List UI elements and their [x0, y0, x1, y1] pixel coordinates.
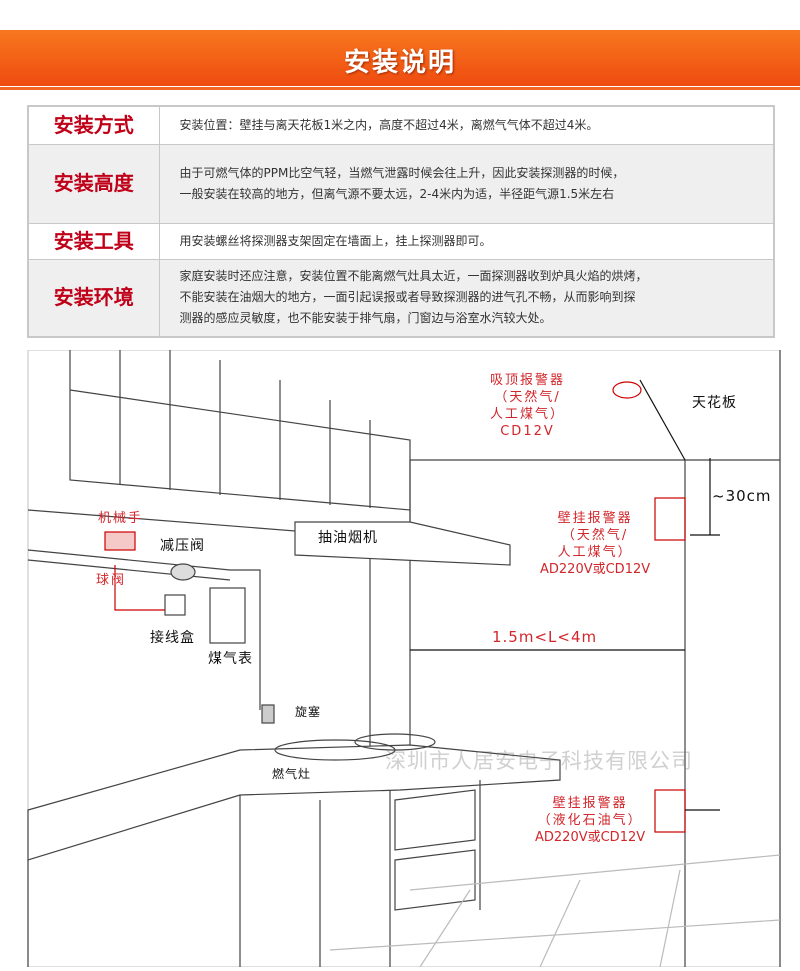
row-text: 安装位置：壁挂与离天花板1米之内，高度不超过4米，离燃气气体不超过4米。 [179, 117, 599, 132]
wall-alarm-2-label: 壁挂报警器 （液化石油气） AD220V或CD12V [535, 795, 645, 846]
label-line: 壁挂报警器 [557, 511, 633, 526]
row-text: 测器的感应灵敏度，也不能安装于排气扇，门窗边与浴室水汽较大处。 [179, 311, 552, 326]
instruction-table: 安装方式 安装位置：壁挂与离天花板1米之内，高度不超过4米，离燃气气体不超过4米。… [27, 105, 775, 338]
row-key: 安装环境 [27, 258, 160, 338]
label-line: 人工煤气） [490, 407, 566, 422]
label-line: （天然气/ [561, 528, 629, 543]
plug-valve-label: 旋塞 [295, 705, 322, 719]
label-line: （液化石油气） [537, 813, 643, 828]
label-line: AD220V或CD12V [535, 830, 646, 845]
regulator-label: 减压阀 [160, 538, 205, 554]
row-text: 由于可燃气体的PPM比空气轻，当燃气泄露时候会往上升，因此安装探测器的时候， [179, 165, 625, 180]
ceiling-distance: ~30cm [712, 487, 772, 505]
row-text: 一般安装在较高的地方，但离气源不要太远，2-4米内为适，半径距气源1.5米左右 [179, 186, 615, 201]
label-line: 吸顶报警器 [490, 373, 566, 388]
manipulator-label: 机械手 [98, 511, 144, 526]
header-banner: 安装说明 [0, 30, 800, 90]
label-line: AD220V或CD12V [540, 562, 651, 577]
distance-label: 1.5m<L<4m [492, 628, 598, 646]
label-line: 壁挂报警器 [552, 796, 628, 811]
ceiling-alarm-label: 吸顶报警器 （天然气/人工煤气） CD12V [490, 372, 565, 440]
ceiling-label: 天花板 [692, 395, 737, 411]
kitchen-illustration [27, 349, 781, 968]
installation-diagram: 吸顶报警器 （天然气/人工煤气） CD12V 天花板 ~30cm 壁挂报警器 （天然气… [0, 349, 800, 968]
row-text: 不能安装在油烟大的地方，一面引起误报或者导致探测器的进气孔不畅，从而影响到探 [179, 290, 636, 305]
divider [0, 87, 800, 90]
page-title: 安装说明 [343, 48, 456, 78]
junction-box-label: 接线盒 [150, 630, 195, 646]
wall-alarm-1-label: 壁挂报警器 （天然气/人工煤气） AD220V或CD12V [540, 510, 650, 578]
row-key: 安装高度 [27, 143, 160, 224]
row-text: 家庭安装时还应注意，安装位置不能离燃气灶具太近，一面探测器收到炉具火焰的烘烤， [179, 269, 648, 284]
watermark: 深圳市人居安电子科技有限公司 [385, 749, 693, 773]
row-key: 安装方式 [27, 105, 160, 145]
label-line: CD12V [500, 424, 555, 439]
label-line: 人工煤气） [557, 545, 633, 560]
label-line: （天然气/ [494, 390, 561, 405]
row-text: 用安装螺丝将探测器支架固定在墙面上，挂上探测器即可。 [179, 233, 492, 248]
row-key: 安装工具 [27, 222, 160, 260]
valve-label: 球阀 [96, 573, 127, 588]
gas-meter-label: 煤气表 [208, 651, 253, 667]
hood-label: 抽油烟机 [318, 530, 378, 546]
stove-label: 燃气灶 [272, 767, 312, 781]
